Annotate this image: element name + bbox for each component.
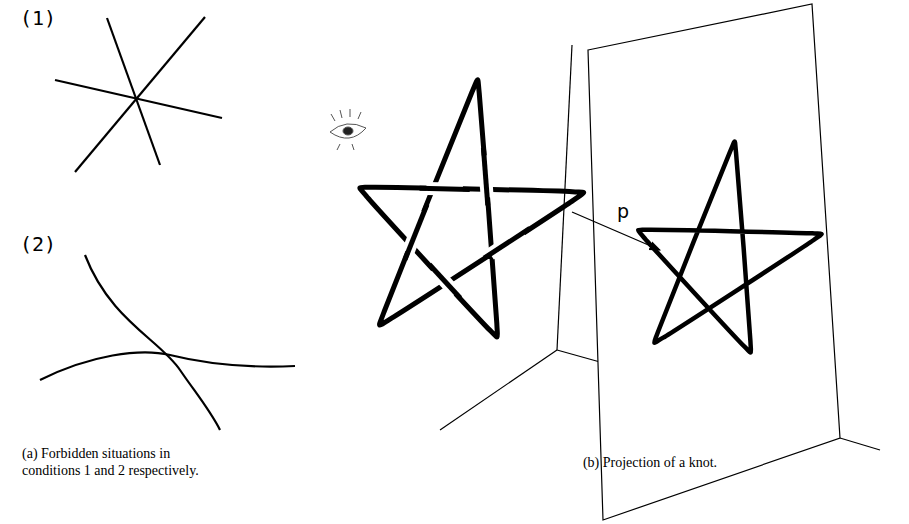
knot-strand	[360, 80, 584, 337]
knot	[360, 80, 584, 337]
over-strand	[405, 205, 427, 260]
map-label: p	[617, 200, 629, 223]
subfigure-number: (1)	[20, 6, 56, 30]
subfigure-number: (2)	[20, 232, 56, 256]
over-strand	[483, 148, 487, 206]
crossing-lines	[55, 17, 222, 172]
room-corner	[440, 45, 600, 430]
subcaption: (b) Projection of a knot.	[520, 455, 780, 472]
knot-projection	[638, 142, 822, 353]
eye-icon	[330, 109, 366, 150]
over-strand	[420, 188, 470, 189]
projection-plane	[588, 4, 840, 520]
floor-edge	[840, 438, 880, 450]
subcaption: (a) Forbidden situations in conditions 1…	[22, 446, 227, 480]
over-strand	[484, 228, 530, 258]
tangent-curves	[40, 255, 295, 430]
over-strand	[429, 265, 460, 298]
projected-curve	[638, 142, 822, 353]
